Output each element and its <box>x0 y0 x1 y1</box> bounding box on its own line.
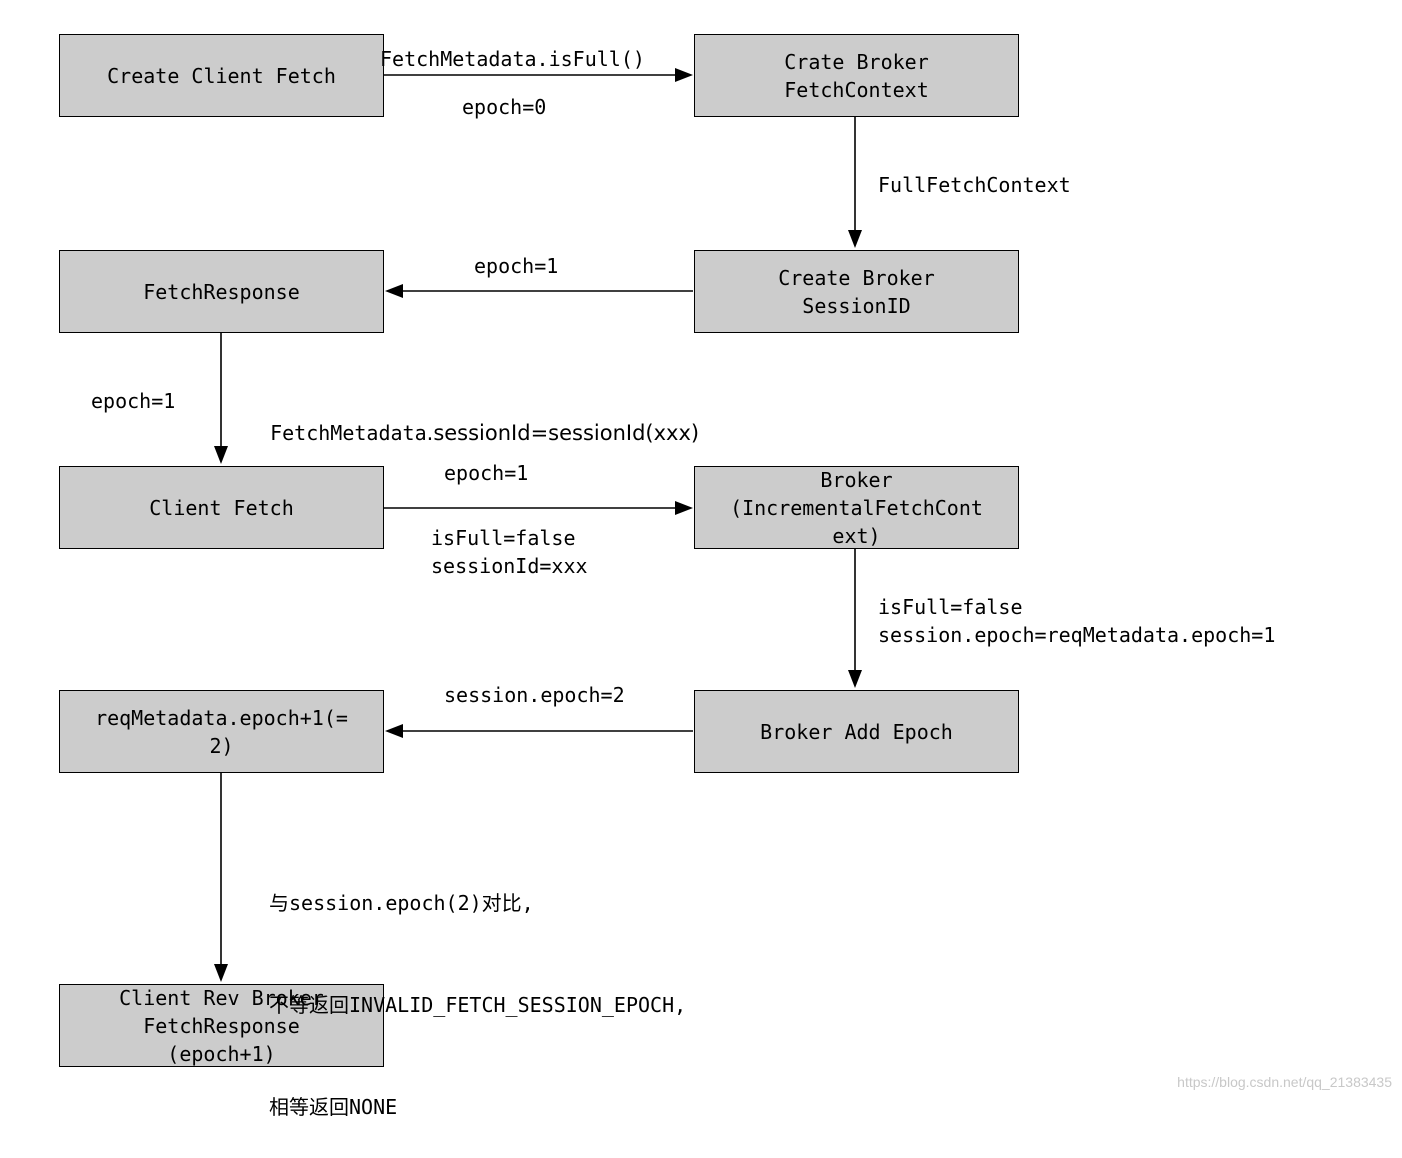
arrowhead-left <box>385 724 403 738</box>
label-isfull: FetchMetadata.isFull() <box>380 47 645 71</box>
label-compare-line-1: 与session.epoch(2)对比, <box>269 891 534 915</box>
label-isfull-false-session-epoch: isFull=false session.epoch=reqMetadata.e… <box>878 595 1276 647</box>
label-epoch-1-client: epoch=1 <box>91 389 176 413</box>
arrowhead-right <box>675 501 693 515</box>
label-full-fetch-context: FullFetchContext <box>878 173 1071 197</box>
label-compare-line-2: 不等返回INVALID_FETCH_SESSION_EPOCH, <box>269 993 687 1017</box>
watermark: https://blog.csdn.net/qq_21383435 <box>1177 1074 1392 1090</box>
node-create-client-fetch: Create Client Fetch <box>59 34 384 117</box>
label-epoch-0: epoch=0 <box>462 95 547 119</box>
label-isfull-false-sessionid: isFull=false sessionId=xxx <box>431 526 588 578</box>
arrowhead-down <box>848 230 862 248</box>
node-req-metadata-epoch: reqMetadata.epoch+1(= 2) <box>59 690 384 773</box>
arrowhead-right <box>675 68 693 82</box>
arrowhead-left <box>385 284 403 298</box>
node-crate-broker-fetchcontext: Crate Broker FetchContext <box>694 34 1019 117</box>
label-session-epoch-2: session.epoch=2 <box>444 683 625 707</box>
label-epoch-1-fetch: epoch=1 <box>444 461 529 485</box>
label-session-id-suffix: .sessionId=sessionId(xxx) <box>426 421 700 445</box>
label-session-id-assign: FetchMetadata.sessionId=sessionId(xxx) <box>246 391 699 447</box>
label-session-id-prefix: FetchMetadata <box>270 421 427 445</box>
label-epoch-compare: 与session.epoch(2)对比, 不等返回INVALID_FETCH_S… <box>269 818 686 1158</box>
label-compare-line-3: 相等返回NONE <box>269 1095 398 1119</box>
label-epoch-1-response: epoch=1 <box>474 254 559 278</box>
arrowhead-down <box>214 446 228 464</box>
node-fetch-response: FetchResponse <box>59 250 384 333</box>
arrowhead-down <box>214 964 228 982</box>
node-create-broker-sessionid: Create Broker SessionID <box>694 250 1019 333</box>
arrowhead-down <box>848 670 862 688</box>
node-client-fetch: Client Fetch <box>59 466 384 549</box>
connector-layer <box>214 68 862 982</box>
node-broker-incremental-fetch-context: Broker (IncrementalFetchCont ext) <box>694 466 1019 549</box>
node-client-rev-broker-fetchresponse: Client Rev Broker FetchResponse (epoch+1… <box>59 984 384 1067</box>
node-broker-add-epoch: Broker Add Epoch <box>694 690 1019 773</box>
